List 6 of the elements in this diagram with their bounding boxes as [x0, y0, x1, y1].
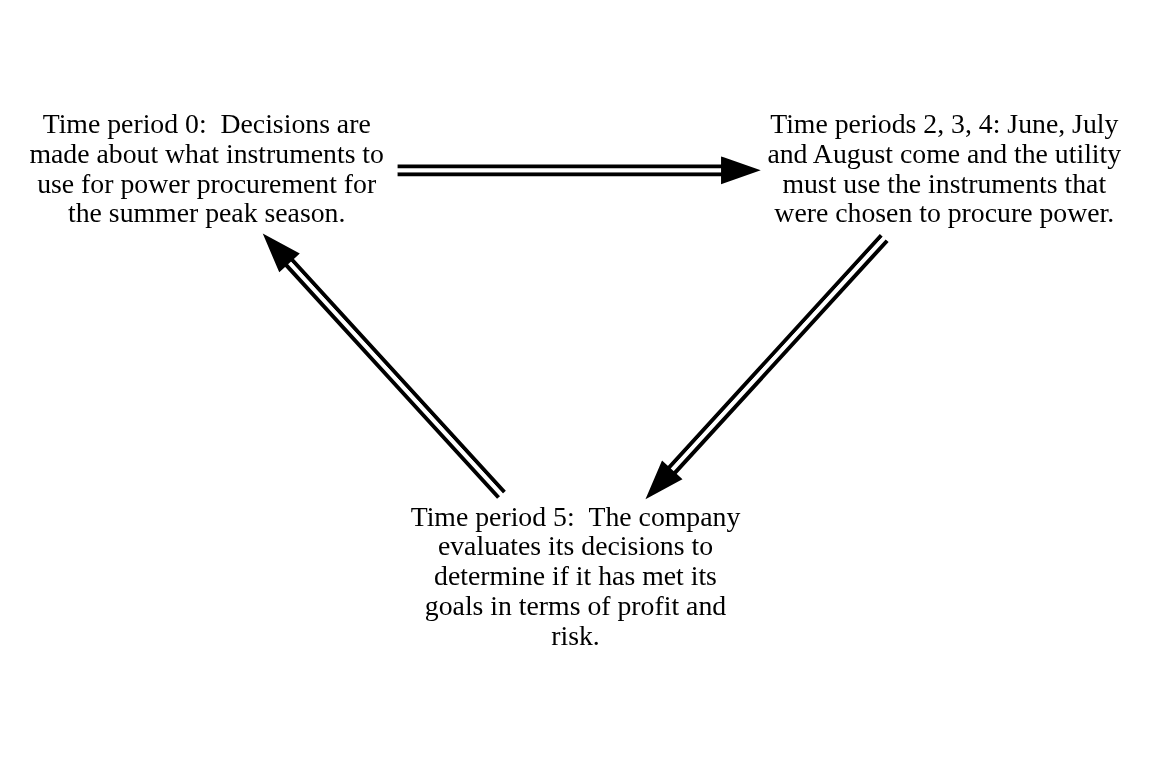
node-text: Time period 5: The company evaluates its decisions to determine if it has met its goals in terms of profit and risk. — [410, 500, 741, 651]
node-text: Time periods 2, 3, 4: June, July and August come and the utility must use the instruments that were chosen to procure power. — [767, 108, 1122, 229]
arrow — [645, 234, 889, 500]
arrow — [397, 156, 761, 185]
arrow — [262, 233, 506, 499]
node-text: Time period 0: Decisions are made about what instruments to use for power procurement for the summer peak season. — [29, 108, 384, 229]
